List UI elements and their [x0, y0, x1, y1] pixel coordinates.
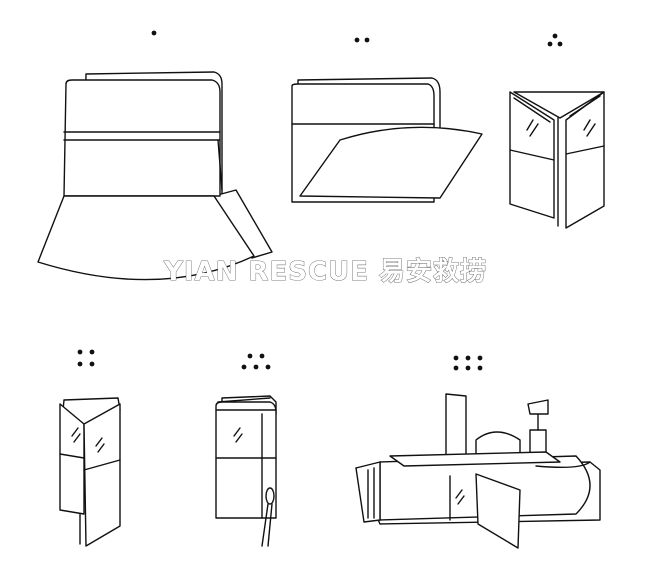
step-1-marker — [151, 30, 157, 36]
step-6-drawing — [355, 393, 601, 549]
step-2-marker — [354, 37, 370, 43]
step-5-drawing — [215, 395, 277, 547]
step-5-marker — [241, 353, 271, 370]
step-3-marker — [547, 33, 563, 47]
step-4-marker — [77, 349, 95, 367]
step-6-marker — [453, 355, 483, 371]
step-1-drawing — [37, 71, 273, 281]
step-4-drawing — [59, 397, 121, 547]
step-3-drawing — [509, 91, 605, 229]
step-2-drawing — [291, 77, 483, 203]
watermark-text: YIAN RESCUE 易安救捞 — [163, 257, 487, 287]
